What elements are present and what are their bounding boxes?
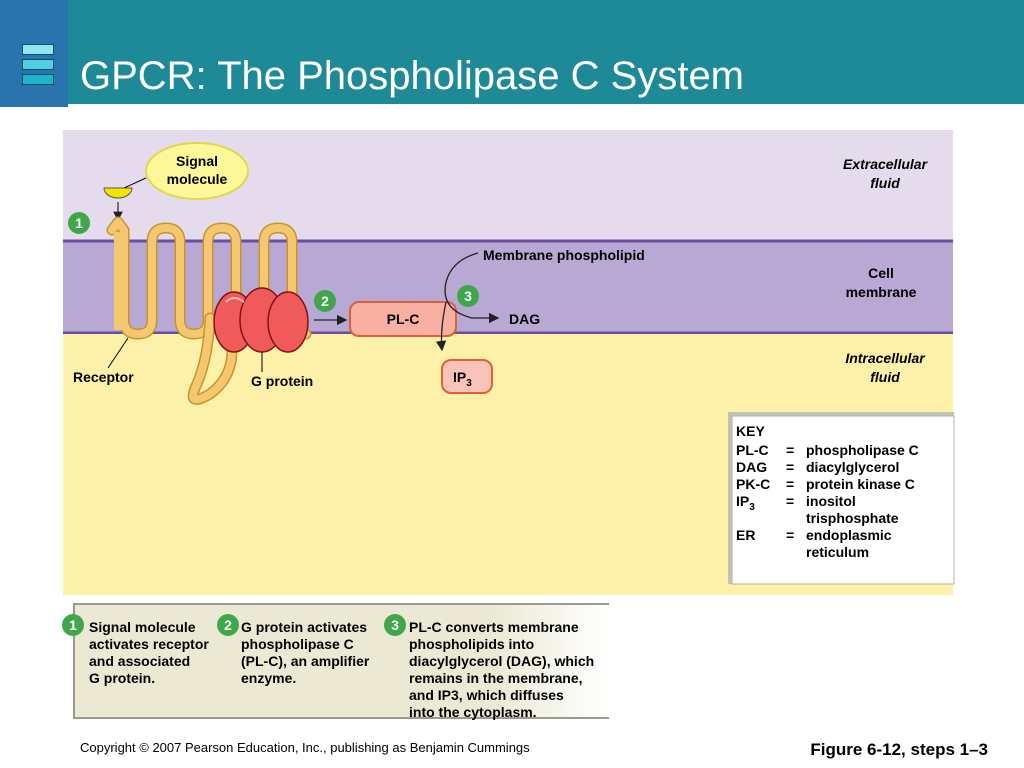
- key-def-pkc: protein kinase C: [806, 476, 915, 492]
- step1-caption-badge: 1: [62, 614, 84, 636]
- gpcr-receptor-fill: [108, 218, 310, 338]
- signal-molecule-label-line1: Signal: [176, 153, 218, 169]
- step3-caption-line: remains in the membrane,: [409, 670, 583, 686]
- ip3-molecule: [441, 359, 493, 394]
- step1-caption-line: activates receptor: [89, 636, 209, 652]
- title-bar-accent: [0, 0, 68, 107]
- signal-molecule-label-bubble: [145, 142, 249, 200]
- phospholipid-arrow: [444, 252, 500, 324]
- step3-badge-label: 3: [464, 288, 472, 304]
- receptor-label: Receptor: [73, 369, 134, 385]
- cell-membrane-label-line1: Cell: [868, 265, 894, 281]
- extracellular-label-line1: Extracellular: [843, 156, 929, 172]
- key-eq-ip3: =: [786, 493, 794, 509]
- key-title: KEY: [736, 423, 765, 439]
- step2-caption-line: phospholipase C: [241, 636, 354, 652]
- step2-badge-label: 2: [321, 293, 329, 309]
- step3-caption-badge: 3: [384, 614, 406, 636]
- key-def-dag: diacylglycerol: [806, 459, 899, 475]
- step1-badge-label: 1: [75, 215, 83, 231]
- title-bar: [0, 0, 1024, 107]
- receptor-label-leader: [107, 337, 129, 369]
- step3-caption-line: phospholipids into: [409, 636, 535, 652]
- intracellular-label-line1: Intracellular: [845, 350, 926, 366]
- plc-enzyme: [349, 301, 457, 337]
- gpcr-receptor-tail-fill: [189, 314, 236, 404]
- key-def-plc: phospholipase C: [806, 442, 919, 458]
- key-def-er-line2: reticulum: [806, 544, 869, 560]
- slide-title: GPCR: The Phospholipase C System: [80, 54, 745, 98]
- step2-caption-line: G protein activates: [241, 619, 368, 635]
- signal-label-leader: [123, 177, 147, 189]
- extracellular-label-line2: fluid: [870, 175, 900, 191]
- step3-caption-line: and IP3, which diffuses: [409, 687, 564, 703]
- key-abbr-er: ER: [736, 527, 755, 543]
- key-eq-dag: =: [786, 459, 794, 475]
- step2-caption-badge: 2: [217, 614, 239, 636]
- steps-panel: [73, 603, 609, 719]
- key-eq-plc: =: [786, 442, 794, 458]
- step1-caption-line: G protein.: [89, 670, 156, 686]
- step1-caption: Signal molecule activates receptor and a…: [89, 619, 209, 687]
- key-eq-pkc: =: [786, 476, 794, 492]
- step1-caption-line: Signal molecule: [89, 619, 196, 635]
- slide-logo-icon: [22, 44, 54, 92]
- step2-caption: G protein activates phospholipase C (PL-…: [241, 619, 369, 687]
- ip3-release-arrow: [435, 301, 447, 352]
- g-protein-label: G protein: [251, 373, 313, 389]
- step3-caption: PL-C converts membrane phospholipids int…: [409, 619, 594, 721]
- key-abbr-dag: DAG: [736, 459, 767, 475]
- plc-label: PL-C: [387, 311, 420, 327]
- step3-caption-line: diacylglycerol (DAG), which: [409, 653, 595, 669]
- key-def-ip3-line2: trisphosphate: [806, 510, 899, 526]
- key-def-er: endoplasmic: [806, 527, 892, 543]
- key-abbr-plc: PL-C: [736, 442, 769, 458]
- signal-molecule-shape: [103, 187, 133, 199]
- copyright-notice: Copyright © 2007 Pearson Education, Inc.…: [80, 740, 530, 755]
- signal-molecule-label-line2: molecule: [167, 171, 228, 187]
- step1-badge: [68, 212, 90, 234]
- step3-caption-line: PL-C converts membrane: [409, 619, 579, 635]
- ip3-label: IP3: [453, 369, 472, 389]
- membrane-phospholipid-label: Membrane phospholipid: [483, 247, 645, 263]
- figure-reference: Figure 6-12, steps 1–3: [810, 740, 988, 759]
- key-def-ip3: inositol: [806, 493, 856, 509]
- step2-caption-line: (PL-C), an amplifier: [241, 653, 370, 669]
- cell-membrane-label-line2: membrane: [846, 284, 917, 300]
- intracellular-label-line2: fluid: [870, 369, 900, 385]
- key-box: [731, 415, 955, 585]
- dag-label: DAG: [509, 311, 540, 327]
- step3-badge: [457, 285, 479, 307]
- g-protein-highlight: [225, 297, 245, 303]
- g-protein-gamma: [267, 291, 309, 353]
- key-abbr-ip3: IP3: [736, 493, 755, 513]
- title-underline: [68, 104, 1024, 107]
- step2-caption-line: enzyme.: [241, 670, 297, 686]
- key-abbr-pkc: PK-C: [736, 476, 770, 492]
- step3-caption-line: into the cytoplasm.: [409, 704, 537, 720]
- key-eq-er: =: [786, 527, 794, 543]
- step1-caption-line: and associated: [89, 653, 191, 669]
- step2-badge: [314, 290, 336, 312]
